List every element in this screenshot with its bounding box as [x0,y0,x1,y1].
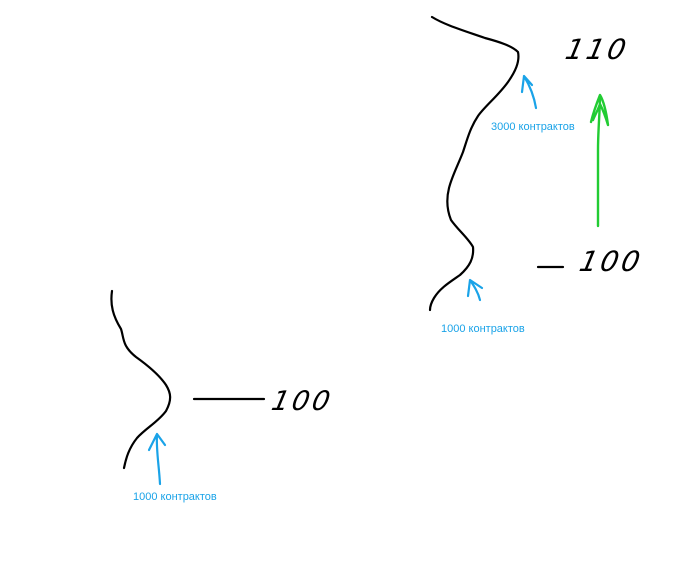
price-move-arrow [589,93,610,228]
right-price-curve [428,15,520,312]
left-volume-label: 1000 контрактов [133,491,217,503]
target-price-level-label: 110 [562,33,632,66]
lower-volume-arrow [466,278,484,302]
left-price-level-label: 100 [268,386,336,417]
left-volume-arrow [147,432,167,486]
left-price-curve [110,289,172,470]
start-price-level-label: 100 [576,245,646,278]
lower-volume-label: 1000 контрактов [441,323,525,335]
upper-volume-arrow [520,74,538,110]
upper-volume-label: 3000 контрактов [491,121,575,133]
